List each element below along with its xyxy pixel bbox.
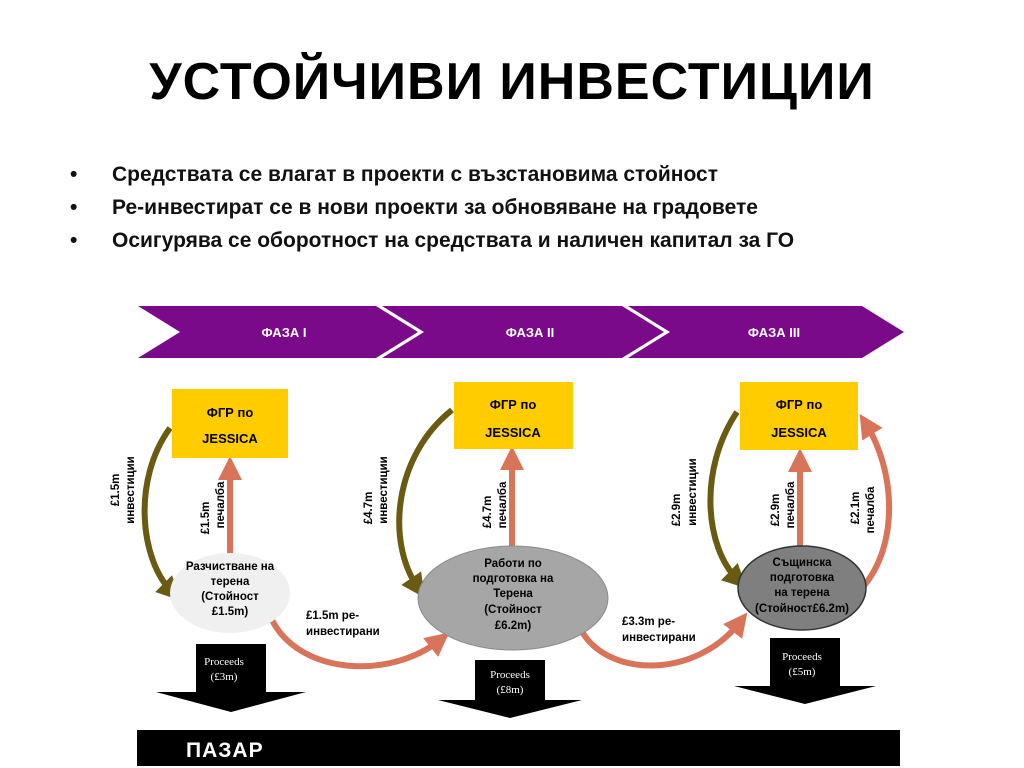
bullet-list: • Средствата се влагат в проекти с възста… <box>70 158 794 257</box>
bullet-text: Средствата се влагат в проекти с възстан… <box>112 163 718 186</box>
fund-box-title: ФГР по <box>490 397 537 412</box>
reinvestment-amount: £1.5m ре- <box>306 610 359 622</box>
proceeds-label: Proceeds <box>204 656 244 668</box>
profit-label: печалба <box>785 481 797 528</box>
bullet-text: Осигурява се оборотност на средствата и … <box>112 229 795 252</box>
phase-3-chevron <box>628 306 904 358</box>
reinvestment-label: инвестирани <box>622 632 696 644</box>
fund-box-2 <box>454 382 573 449</box>
profit-arrow-4 <box>859 413 893 590</box>
project-text: £1.5m) <box>212 606 249 618</box>
project-text: на терена <box>774 587 830 599</box>
investment-arrow-3 <box>707 410 747 589</box>
phase-1-chevron <box>138 306 418 358</box>
investment-label: инвестиции <box>125 456 137 523</box>
investment-label: инвестиции <box>687 458 699 525</box>
proceeds-amount: (£5m) <box>789 666 816 678</box>
profit-label: печалба <box>215 481 227 528</box>
project-ellipse-1 <box>170 553 290 633</box>
project-text: (Стойност£6.2m) <box>755 603 849 615</box>
proceeds-label: Proceeds <box>490 669 530 681</box>
project-text: Работи по <box>484 558 542 570</box>
fund-box-name: JESSICA <box>485 425 541 440</box>
project-text: терена <box>211 576 250 588</box>
reinvestment-label: инвестирани <box>306 626 380 638</box>
page-title: УСТОЙЧИВИ ИНВЕСТИЦИИ <box>149 53 875 111</box>
bullet-item: • Средствата се влагат в проекти с възста… <box>70 158 794 191</box>
investment-arrow-2 <box>396 407 454 598</box>
reinvestment-amount: £3.3m ре- <box>622 616 675 628</box>
proceeds-label: Proceeds <box>782 651 822 663</box>
bullet-marker: • <box>70 163 78 186</box>
profit-amount: £2.9m <box>770 494 782 527</box>
fund-box-1 <box>172 389 288 458</box>
fund-box-name: JESSICA <box>202 431 258 446</box>
proceeds-arrow-1: Proceeds (£3m) <box>156 644 306 712</box>
proceeds-arrow-2: Proceeds (£8m) <box>438 660 582 718</box>
project-ellipse-3 <box>737 545 867 631</box>
investment-arrow-1 <box>141 426 181 601</box>
profit-amount: £2.1m <box>850 492 862 525</box>
fund-box-title: ФГР по <box>207 405 254 420</box>
project-text: подготовка <box>770 572 835 584</box>
proceeds-arrow-3: Proceeds (£5m) <box>734 638 876 704</box>
profit-amount: £1.5m <box>200 502 212 535</box>
project-text: (Стойност <box>484 604 542 616</box>
bullet-text: Ре-инвестират се в нови проекти за обнов… <box>112 196 758 219</box>
bullet-marker: • <box>70 229 78 252</box>
phase-2-chevron <box>382 306 664 358</box>
project-text: Същинска <box>773 557 833 569</box>
profit-label: печалба <box>497 481 509 528</box>
profit-amount: £4.7m <box>482 496 494 529</box>
phase-2-label: ФАЗА II <box>506 325 555 340</box>
proceeds-amount: (£8m) <box>497 684 524 696</box>
bullet-item: • Осигурява се оборотност на средствата и… <box>70 224 794 257</box>
reinvestment-arrow-1 <box>269 618 450 670</box>
market-bar <box>137 730 900 766</box>
project-text: £6.2m) <box>495 620 532 632</box>
project-ellipse-2 <box>417 545 609 651</box>
bullet-marker: • <box>70 196 78 219</box>
phase-3-label: ФАЗА III <box>748 325 800 340</box>
reinvestment-arrow-2 <box>577 612 748 669</box>
bullet-item: • Ре-инвестират се в нови проекти за обно… <box>70 191 794 224</box>
profit-label: печалба <box>865 486 877 533</box>
investment-amount: £1.5m <box>110 474 122 507</box>
project-text: Терена <box>493 588 533 600</box>
investment-label: инвестиции <box>378 456 390 523</box>
project-text: Разчистване на <box>186 561 275 573</box>
proceeds-amount: (£3m) <box>211 671 238 683</box>
fund-box-3 <box>740 382 858 450</box>
investment-amount: £2.9m <box>671 494 683 527</box>
fund-box-title: ФГР по <box>776 397 823 412</box>
investment-amount: £4.7m <box>363 492 375 525</box>
phase-1-label: ФАЗА I <box>262 325 307 340</box>
project-text: подготовка на <box>473 573 554 585</box>
market-label: ПАЗАР <box>186 739 264 762</box>
fund-box-name: JESSICA <box>771 425 827 440</box>
project-text: (Стойност <box>201 591 259 603</box>
